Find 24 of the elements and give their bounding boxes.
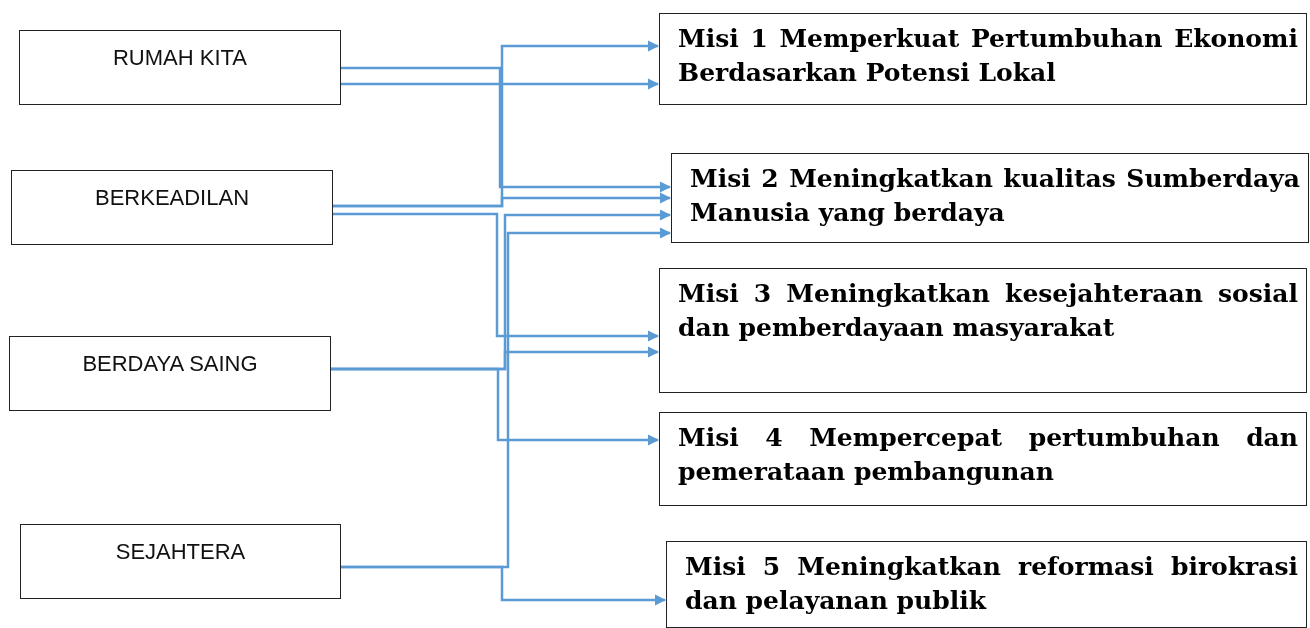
value-box [19,30,341,105]
value-box [11,170,333,245]
connector-arrow [333,192,672,208]
value-label: SEJAHTERA [115,539,246,565]
mission-box [666,541,1307,628]
mission-box [659,13,1307,105]
connector-arrow [333,212,660,342]
mission-text: Misi 5 Meningkatkan reformasi birokrasi dan pelayanan publik [685,551,1298,617]
mission-text: Misi 1 Memperkuat Pertumbuhan Ekonomi Berdasarkan Potensi Lokal [678,23,1298,89]
mission-text: Misi 3 Meningkatkan kesejahteraan sosial dan pemberdayaan masyarakat [678,278,1298,344]
mission-text: Misi 4 Mempercepat pertumbuhan dan pemerataan pembangunan [678,422,1298,488]
mission-box [659,268,1307,393]
value-label: RUMAH KITA [112,45,247,71]
value-label: BERDAYA SAING [82,351,258,377]
value-box [20,524,341,599]
connector-arrow [341,78,660,90]
connector-arrow [341,66,672,193]
connector-arrow [341,565,667,606]
connector-arrow [331,367,660,446]
mission-text: Misi 2 Meningkatkan kualitas Sumberdaya Manusia yang berdaya [690,163,1300,229]
mission-box [659,412,1307,506]
mission-box [671,153,1309,243]
value-label: BERKEADILAN [94,185,250,211]
value-box [9,336,331,411]
